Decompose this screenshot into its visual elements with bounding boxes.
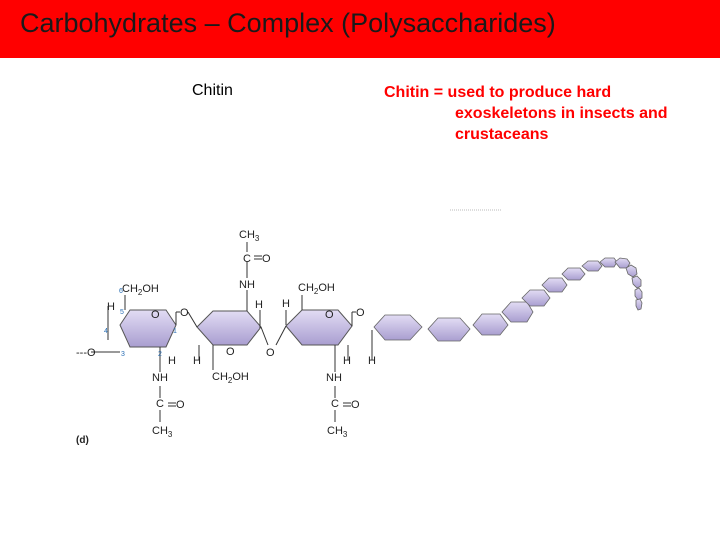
- c-label-3: C: [331, 398, 339, 410]
- ring-oxygen-3: O: [325, 309, 334, 321]
- carbonyl-o-3: O: [351, 399, 360, 411]
- h-label-7: H: [368, 355, 376, 367]
- carbon-number-3: 3: [121, 351, 125, 358]
- title-bar: [0, 0, 720, 58]
- carbon-number-4: 4: [104, 328, 108, 335]
- chain-start-label: ---O: [76, 347, 96, 359]
- description-line-2: exoskeletons in insects and: [455, 105, 668, 122]
- glycosidic-o-1: O: [180, 307, 189, 319]
- carbon-number-2: 2: [158, 351, 162, 358]
- h-label-4: H: [193, 355, 201, 367]
- ring-oxygen-1: O: [151, 309, 160, 321]
- panel-label: (d): [76, 435, 89, 446]
- sugar-ring-1: [119, 309, 177, 348]
- slide-title: Carbohydrates – Complex (Polysaccharides…: [20, 8, 556, 38]
- h-label-5: H: [282, 298, 290, 310]
- sugar-ring-3: [285, 309, 353, 346]
- h-label-1: H: [107, 301, 115, 313]
- h-label-3: H: [255, 299, 263, 311]
- h-label-6: H: [343, 355, 351, 367]
- ch2oh-label-2: CH2OH: [212, 371, 249, 385]
- c-label-1: C: [156, 398, 164, 410]
- ch3-label-2: CH3: [239, 229, 260, 243]
- carbon-number-6: 6: [119, 288, 123, 295]
- description-line-3: crustaceans: [455, 126, 549, 143]
- carbonyl-o-2: O: [262, 253, 271, 265]
- glycosidic-o-3: O: [356, 307, 365, 319]
- nh-label-1: NH: [152, 372, 168, 384]
- nh-label-3: NH: [326, 372, 342, 384]
- description-line-1: Chitin = used to produce hard: [384, 84, 612, 101]
- polysaccharide-chain: [373, 257, 643, 342]
- sugar-ring-2: [196, 310, 262, 346]
- h-label-2: H: [168, 355, 176, 367]
- chitin-description: Chitin = used to produce hard exoskeleto…: [384, 82, 714, 145]
- ch3-label-1: CH3: [152, 425, 173, 439]
- ring-oxygen-2: O: [226, 346, 235, 358]
- c-label-2: C: [243, 253, 251, 265]
- ch2oh-label-1: CH2OH: [122, 283, 159, 297]
- carbon-number-5: 5: [120, 309, 124, 316]
- ch2oh-label-3: CH2OH: [298, 282, 335, 296]
- chitin-label: Chitin: [192, 82, 233, 99]
- carbon-number-1: 1: [173, 328, 177, 335]
- nh-label-2: NH: [239, 279, 255, 291]
- ch3-label-3: CH3: [327, 425, 348, 439]
- carbonyl-o-1: O: [176, 399, 185, 411]
- glycosidic-o-2: O: [266, 347, 275, 359]
